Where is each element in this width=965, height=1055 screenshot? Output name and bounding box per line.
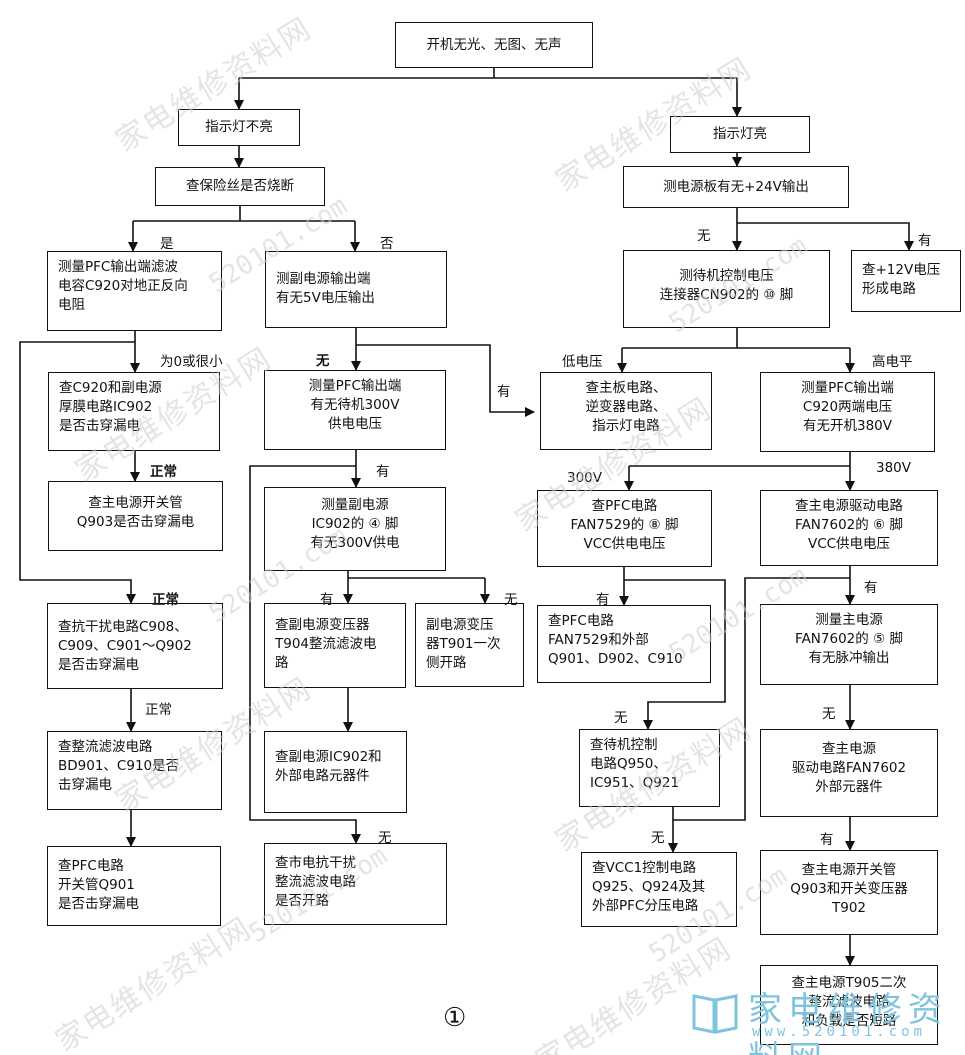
node-indicator-on: 指示灯亮 [670, 116, 810, 153]
label-none-pin4: 无 [504, 592, 518, 608]
label-have-300v: 有 [376, 464, 390, 480]
node-check-24v: 测电源板有无+24V输出 [623, 166, 849, 208]
label-none-mains: 无 [378, 830, 392, 846]
arrow-r2-d1 [737, 222, 914, 251]
node-check-12v: 查+12V电压 形成电路 [851, 250, 961, 312]
label-have-fan7529: 有 [596, 592, 610, 608]
arrow-a1-a4 [19, 341, 136, 604]
label-380v: 380V [876, 460, 912, 476]
label-have-external: 有 [820, 832, 834, 848]
node-measure-ic902-pin4: 测量副电源 IC902的 ④ 脚 有无300V供电 [264, 487, 446, 571]
label-normal-1: 正常 [150, 464, 177, 480]
label-none-fan7529: 无 [614, 710, 628, 726]
node-check-vcc1-control: 查VCC1控制电路 Q925、Q924及其 外部PFC分压电路 [581, 852, 737, 927]
label-none-fan7602-vcc: 无 [651, 830, 665, 846]
node-check-q901: 查PFC电路 开关管Q901 是否击穿漏电 [47, 846, 221, 926]
node-check-ic902-external: 查副电源IC902和 外部电路元器件 [264, 731, 407, 813]
node-indicator-off: 指示灯不亮 [178, 109, 300, 146]
node-check-fuse: 查保险丝是否烧断 [155, 167, 325, 206]
arrow-b1-c2 [356, 344, 535, 417]
node-check-t905: 查主电源T905二次 整流滤波电路 和负载是否短路 [760, 965, 938, 1045]
label-zero-or-small: 为0或很小 [160, 354, 223, 370]
node-check-5v-output: 测副电源输出端 有无5V电压输出 [265, 251, 447, 328]
node-check-mainboard: 查主板电路、 逆变器电路、 指示灯电路 [540, 372, 712, 450]
node-measure-300v: 测量PFC输出端 有无待机300V 供电电压 [264, 370, 446, 450]
node-check-fan7529-vcc: 查PFC电路 FAN7529的 ⑧ 脚 VCC供电电压 [537, 490, 712, 567]
node-check-standby-control: 查待机控制 电路Q950、 IC951、Q921 [579, 729, 720, 807]
figure-number: ① [443, 1003, 467, 1033]
site-logo: 家电维修资料网 www.520101.com [690, 980, 960, 1055]
label-have-5v: 有 [497, 384, 511, 400]
node-measure-fan7602-pin5: 测量主电源 FAN7602的 ⑤ 脚 有无脉冲输出 [760, 604, 938, 685]
node-check-q903-t902: 查主电源开关管 Q903和开关变压器 T902 [760, 850, 938, 935]
node-start: 开机无光、无图、无声 [395, 22, 593, 68]
logo-title: 家电维修资料网 [748, 990, 948, 1055]
label-none-pulse: 无 [822, 706, 836, 722]
node-measure-c920-resistance: 测量PFC输出端滤波 电容C920对地正反向 电阻 [47, 251, 222, 331]
node-check-t904: 查副电源变压器 T904整流滤波电 路 [264, 603, 406, 688]
node-check-emi-filter: 查抗干扰电路C908、 C909、C901～Q902 是否击穿漏电 [47, 603, 223, 689]
label-normal-2: 正常 [152, 592, 179, 608]
label-have-24v: 有 [918, 233, 932, 249]
label-300v: 300V [567, 470, 603, 486]
node-check-rectifier: 查整流滤波电路 BD901、C910是否 击穿漏电 [47, 731, 222, 810]
label-yes: 是 [160, 236, 174, 252]
label-have-pin4: 有 [320, 592, 334, 608]
node-t901-open: 副电源变压 器T901一次 侧开路 [415, 603, 524, 687]
label-normal-3: 正常 [145, 702, 172, 718]
arrow-c3-c5 [624, 579, 726, 730]
node-check-c920-ic902: 查C920和副电源 厚膜电路IC902 是否击穿漏电 [48, 372, 220, 451]
node-check-fan7529-external: 查PFC电路 FAN7529和外部 Q901、D902、C910 [537, 605, 711, 683]
node-measure-standby-voltage: 测待机控制电压 连接器CN902的 ⑩ 脚 [623, 250, 830, 328]
label-none-5v: 无 [316, 353, 330, 369]
logo-url: www.520101.com [752, 1024, 927, 1040]
node-check-q903-leak: 查主电源开关管 Q903是否击穿漏电 [48, 481, 223, 551]
label-no: 否 [380, 236, 394, 252]
book-icon [692, 994, 738, 1034]
label-high-level: 高电平 [872, 354, 913, 370]
label-have-fan7602-vcc: 有 [864, 580, 878, 596]
label-low-voltage: 低电压 [562, 354, 603, 370]
node-check-fan7602-vcc: 查主电源驱动电路 FAN7602的 ⑥ 脚 VCC供电电压 [760, 490, 938, 566]
arrow-b2-b6 [249, 465, 361, 844]
label-none-24v: 无 [697, 228, 711, 244]
node-measure-380v: 测量PFC输出端 C920两端电压 有无开机380V [760, 372, 935, 452]
node-check-fan7602-external: 查主电源 驱动电路FAN7602 外部元器件 [760, 729, 938, 817]
node-check-mains-filter: 查市电抗干扰 整流滤波电路 是否开路 [264, 843, 447, 925]
